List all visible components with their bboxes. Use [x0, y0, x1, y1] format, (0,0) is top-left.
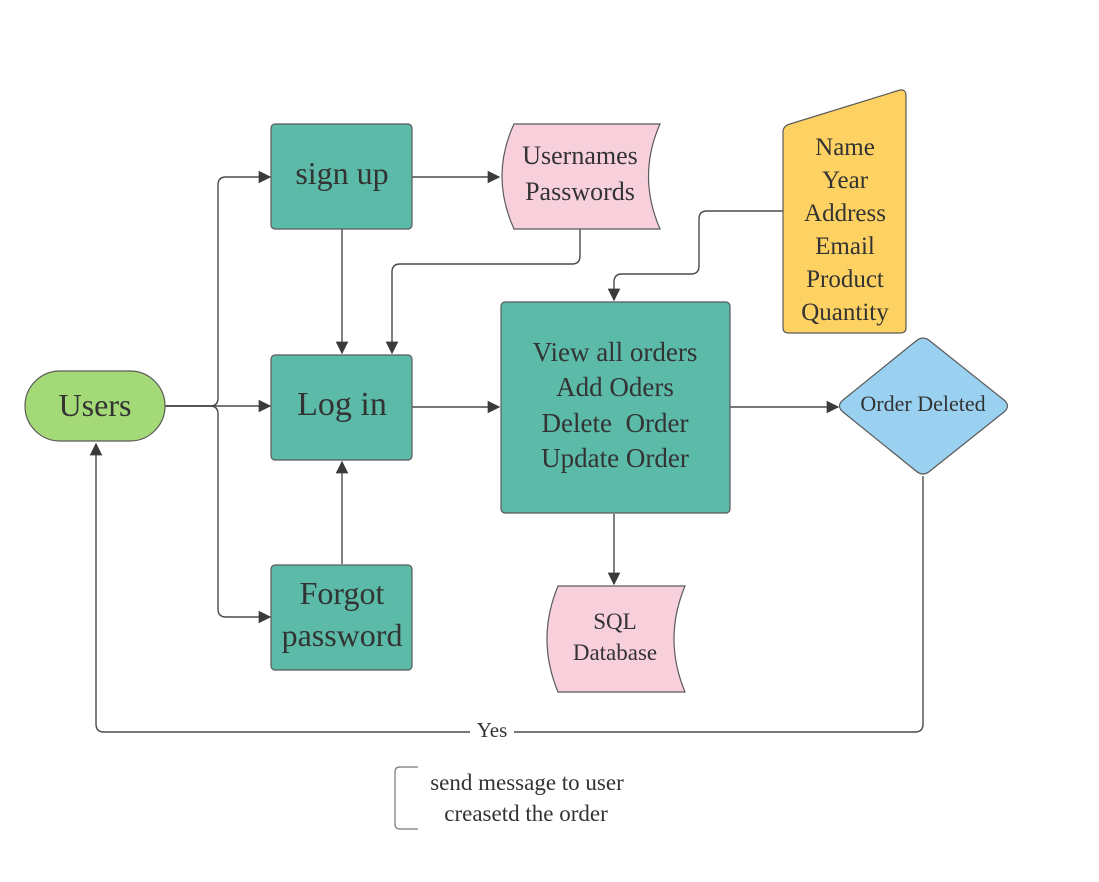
order-input-line-3: Address: [804, 200, 886, 227]
edge-users-to-signup[interactable]: [165, 170, 272, 407]
node-sql-database[interactable]: SQL Database: [546, 585, 686, 693]
sql-database-line-1: SQL: [593, 609, 636, 634]
sign-up-label: sign up: [295, 155, 388, 191]
annotation-line-1: send message to user: [430, 770, 624, 795]
edge-credentials-to-login[interactable]: [385, 229, 581, 355]
annotation[interactable]: send message to user creasetd the order: [394, 766, 624, 830]
node-order-input[interactable]: Name Year Address Email Product Quantity: [782, 89, 907, 334]
node-users[interactable]: Users: [24, 370, 166, 442]
node-orders-process[interactable]: View all orders Add Oders Delete Order U…: [500, 301, 731, 514]
orders-process-line-1: View all orders: [533, 337, 698, 367]
orders-process-line-2: Add Oders: [556, 372, 674, 402]
edge-label-yes: Yes: [477, 718, 508, 742]
forgot-password-line-2: password: [282, 617, 403, 653]
orders-process-shape: [500, 301, 731, 514]
forgot-password-shape: [270, 564, 413, 671]
order-input-shape: [782, 89, 907, 334]
users-shape: [24, 370, 166, 442]
node-forgot-password[interactable]: Forgot password: [270, 564, 413, 671]
node-order-deleted[interactable]: Order Deleted: [838, 337, 1009, 475]
edges: Yes: [89, 170, 924, 743]
node-credentials-store[interactable]: Usernames Passwords: [501, 123, 661, 230]
sign-up-shape: [270, 123, 413, 230]
yes-label-background: [470, 719, 514, 743]
order-input-line-5: Product: [806, 266, 884, 293]
order-deleted-label: Order Deleted: [860, 391, 985, 416]
orders-process-line-3: Delete Order: [542, 408, 689, 438]
credentials-store-shape: [501, 123, 661, 230]
sql-database-shape: [546, 585, 686, 693]
log-in-label: Log in: [297, 386, 387, 423]
node-log-in[interactable]: Log in: [270, 354, 413, 461]
edge-input-to-orders[interactable]: [607, 210, 783, 302]
users-label: Users: [59, 387, 132, 423]
log-in-shape: [270, 354, 413, 461]
edge-users-to-forgot[interactable]: [165, 405, 272, 624]
order-input-line-6: Quantity: [801, 299, 889, 326]
order-input-line-4: Email: [815, 233, 875, 260]
sql-database-line-2: Database: [573, 640, 657, 665]
orders-process-line-4: Update Order: [541, 443, 689, 473]
order-deleted-shape: [838, 337, 1009, 475]
credentials-store-line-1: Usernames: [522, 141, 638, 170]
annotation-bracket: [394, 766, 418, 830]
node-sign-up[interactable]: sign up: [270, 123, 413, 230]
order-input-line-1: Name: [815, 134, 875, 161]
credentials-store-line-2: Passwords: [525, 177, 635, 206]
forgot-password-line-1: Forgot: [300, 575, 385, 611]
annotation-line-2: creasetd the order: [444, 801, 608, 826]
order-input-line-2: Year: [822, 167, 869, 194]
